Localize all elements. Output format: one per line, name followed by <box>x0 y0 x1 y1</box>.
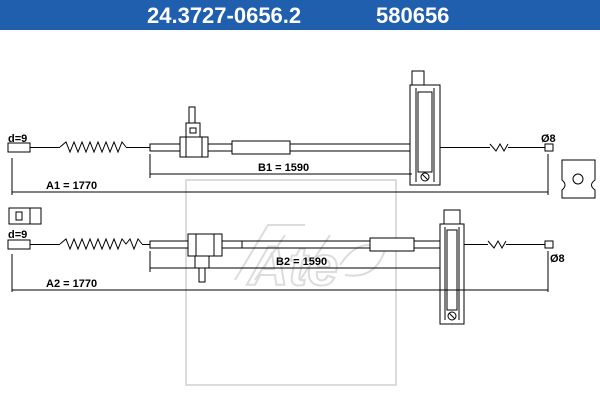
part-number: 24.3727-0656.2 <box>147 3 302 28</box>
cable-2-clip-detail <box>8 207 42 225</box>
cable-2-hanger-plate <box>439 209 465 325</box>
cable-1-dim-b: B1 = 1590 <box>258 162 309 174</box>
cable-1-side-detail <box>561 159 596 199</box>
cable-2 <box>7 207 554 325</box>
cable-1-diameter-left: d=9 <box>8 133 27 145</box>
title-bar: 24.3727-0656.2 580656 <box>0 0 600 30</box>
cable-2-dim-a: A2 = 1770 <box>46 278 97 290</box>
technical-drawing: Ate <box>7 70 596 386</box>
watermark-text: Ate <box>246 234 338 297</box>
cable-1 <box>7 70 596 199</box>
cable-1-dim-a: A1 = 1770 <box>46 180 97 192</box>
cable-2-left-end <box>7 239 31 250</box>
cable-1-bellows <box>59 140 127 154</box>
cable-2-diameter-right: Ø8 <box>550 253 565 265</box>
reference-number: 580656 <box>376 3 450 28</box>
cable-1-right-end <box>544 143 554 152</box>
cable-2-right-end <box>544 240 554 249</box>
cable-2-dim-b: B2 = 1590 <box>276 256 327 268</box>
cable-1-hanger-plate <box>409 70 441 186</box>
cable-2-diameter-left: d=9 <box>8 229 27 241</box>
ate-watermark-logo: Ate <box>185 179 397 386</box>
cable-2-bellows <box>59 237 143 251</box>
cable-2-bracket <box>187 233 223 283</box>
cable-1-diameter-right: Ø8 <box>541 133 556 145</box>
cable-1-bracket <box>179 106 209 158</box>
